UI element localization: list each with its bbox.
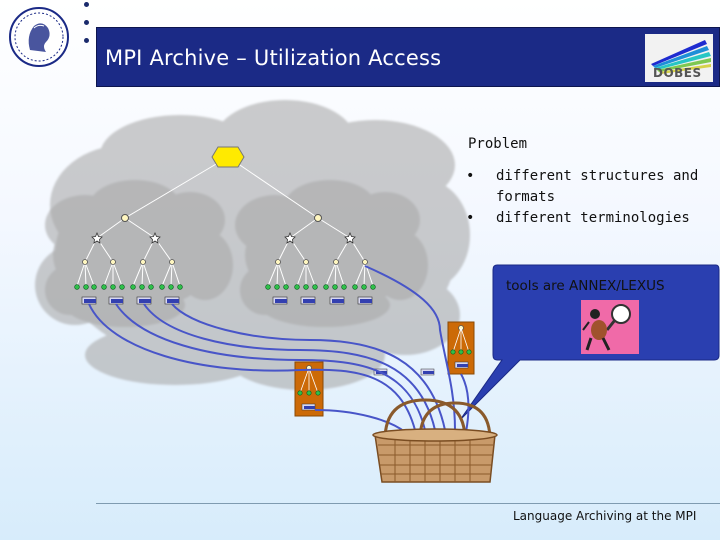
leaf-nodes [74,284,376,290]
dobes-logo: DOBES [645,34,713,82]
slide-title: MPI Archive – Utilization Access [105,46,442,70]
problem-heading: Problem [468,136,528,152]
bullet-glyph: • [466,210,475,226]
resource-icons [81,296,373,305]
footer-text: Language Archiving at the MPI [513,509,697,523]
callout-text: tools are ANNEX/LEXUS [506,278,665,294]
problem-item-text: different structures and formats [496,168,699,205]
corpus-cloud-left [40,175,228,322]
sub-tree-left [294,361,324,417]
problem-item: • different structures and formats [466,166,706,208]
problem-list: • different structures and formats • dif… [466,166,706,229]
basket-icon [372,398,498,483]
decor-dots [84,2,89,56]
bullet-glyph: • [466,168,475,184]
selection-curves [88,265,470,433]
max-planck-logo [8,6,70,68]
root-node [211,146,245,168]
problem-item-text: different terminologies [496,210,690,226]
title-bar: MPI Archive – Utilization Access DOBES [96,27,720,87]
footer-divider [96,503,720,504]
sub-tree-right [447,321,475,375]
star-nodes [91,231,356,244]
annex-lexus-icon [581,300,639,354]
dobes-logo-text: DOBES [653,66,702,80]
problem-item: • different terminologies [466,208,706,229]
